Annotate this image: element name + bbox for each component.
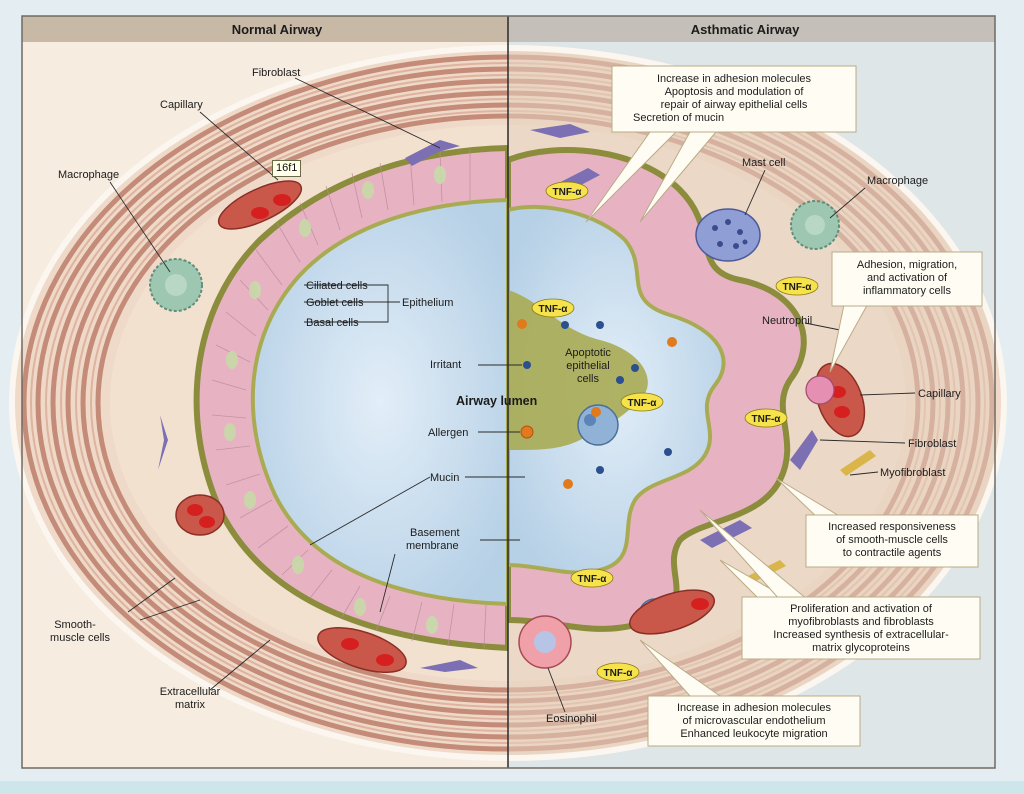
label-macrophage-asthmatic: Macrophage bbox=[867, 175, 928, 187]
normal-airway bbox=[149, 140, 508, 674]
label-myofibroblast: Myofibroblast bbox=[880, 467, 945, 479]
callout-prolif-line-2: myofibroblasts and fibroblasts bbox=[788, 616, 934, 628]
label-neutrophil: Neutrophil bbox=[762, 315, 812, 327]
callout-top-line-1: Increase in adhesion molecules bbox=[657, 73, 812, 85]
label-apoptotic-3: cells bbox=[577, 373, 600, 385]
irritant-marker bbox=[523, 361, 531, 369]
callout-top: Increase in adhesion molecules Apoptosis… bbox=[611, 65, 857, 133]
label-capillary-normal: Capillary bbox=[160, 99, 203, 111]
callout-adhesion-line-1: Adhesion, migration, bbox=[857, 259, 957, 271]
label-irritant: Irritant bbox=[430, 359, 461, 371]
callout-prolif-line-3: Increased synthesis of extracellular- bbox=[773, 629, 949, 641]
label-mast-cell: Mast cell bbox=[742, 157, 785, 169]
callout-adhesion: Adhesion, migration, and activation of i… bbox=[831, 251, 983, 307]
label-ciliated-cells: Ciliated cells bbox=[306, 280, 368, 292]
callout-endo-line-3: Enhanced leukocyte migration bbox=[680, 728, 827, 740]
svg-text:TNF-α: TNF-α bbox=[578, 574, 608, 585]
mucin-plug bbox=[508, 290, 648, 450]
bottom-band bbox=[0, 781, 1024, 794]
svg-text:TNF-α: TNF-α bbox=[628, 398, 658, 409]
label-macrophage-normal: Macrophage bbox=[58, 169, 119, 181]
asthmatic-airway-title: Asthmatic Airway bbox=[691, 22, 800, 37]
figure-border bbox=[21, 15, 996, 769]
svg-text:TNF-α: TNF-α bbox=[752, 414, 782, 425]
normal-capillaries bbox=[175, 180, 407, 674]
svg-text:TNF-α: TNF-α bbox=[604, 668, 634, 679]
callout-endo-line-1: Increase in adhesion molecules bbox=[677, 702, 832, 714]
label-extracellular-1: Extracellular bbox=[160, 686, 221, 698]
callout-adhesion-line-3: inflammatory cells bbox=[863, 285, 952, 297]
allergen-marker bbox=[520, 425, 534, 439]
tnf-badges: TNF-α TNF-α TNF-α TNF-α TNF-α TNF-α TNF-… bbox=[531, 181, 819, 682]
normal-airway-title: Normal Airway bbox=[232, 22, 323, 37]
label-extracellular-2: matrix bbox=[175, 699, 205, 711]
tnf-badge: TNF-α bbox=[744, 408, 788, 428]
callout-resp-line-2: of smooth-muscle cells bbox=[836, 534, 948, 546]
allergen-particles bbox=[517, 319, 677, 489]
label-goblet-cells: Goblet cells bbox=[306, 297, 364, 309]
tnf-badge: TNF-α bbox=[620, 392, 664, 412]
normal-lumen bbox=[250, 197, 508, 607]
svg-text:TNF-α: TNF-α bbox=[553, 187, 583, 198]
neutrophil bbox=[805, 375, 835, 405]
label-basement-1: Basement bbox=[410, 527, 460, 539]
callout-resp-line-1: Increased responsiveness bbox=[828, 521, 956, 533]
label-fibroblast-asthmatic: Fibroblast bbox=[908, 438, 956, 450]
label-apoptotic-2: epithelial bbox=[566, 360, 609, 372]
label-airway-lumen: Airway lumen bbox=[456, 394, 537, 408]
label-allergen: Allergen bbox=[428, 427, 468, 439]
callout-top-line-3: repair of airway epithelial cells bbox=[661, 99, 808, 111]
label-smooth-muscle-1: Smooth- bbox=[54, 619, 96, 631]
tnf-badge: TNF-α bbox=[775, 276, 819, 296]
label-epithelium: Epithelium bbox=[402, 297, 453, 309]
label-basal-cells: Basal cells bbox=[306, 317, 359, 329]
label-apoptotic-1: Apoptotic bbox=[565, 347, 611, 359]
label-basement-2: membrane bbox=[406, 540, 459, 552]
leader-lines bbox=[109, 77, 916, 713]
label-mucin: Mucin bbox=[430, 472, 459, 484]
callout-resp-line-3: to contractile agents bbox=[843, 547, 942, 559]
label-capillary-asthmatic: Capillary bbox=[918, 388, 961, 400]
callout-prolif-line-1: Proliferation and activation of bbox=[790, 603, 933, 615]
callout-top-line-4: Secretion of mucin bbox=[633, 112, 724, 124]
svg-text:TNF-α: TNF-α bbox=[539, 304, 569, 315]
mast-cell bbox=[695, 208, 761, 262]
callout-top-line-2: Apoptosis and modulation of bbox=[665, 86, 805, 98]
callout-endo-line-2: of microvascular endothelium bbox=[682, 715, 825, 727]
label-smooth-muscle-2: muscle cells bbox=[50, 632, 110, 644]
label-eosinophil: Eosinophil bbox=[546, 713, 597, 725]
figure-tag: 16f1 bbox=[272, 160, 302, 177]
callout-responsiveness: Increased responsiveness of smooth-muscl… bbox=[805, 514, 979, 568]
normal-fibroblasts bbox=[158, 140, 478, 672]
svg-text:TNF-α: TNF-α bbox=[783, 282, 813, 293]
tnf-badge: TNF-α bbox=[596, 662, 640, 682]
asthmatic-macrophage bbox=[790, 200, 840, 250]
tnf-badge: TNF-α bbox=[570, 568, 614, 588]
asthmatic-header-bar bbox=[508, 16, 995, 42]
eosinophil-cell bbox=[518, 615, 572, 669]
label-fibroblast-normal: Fibroblast bbox=[252, 67, 300, 79]
asthmatic-airway bbox=[508, 124, 876, 669]
tnf-badge: TNF-α bbox=[531, 298, 575, 318]
callout-adhesion-line-2: and activation of bbox=[867, 272, 948, 284]
callout-proliferation: Proliferation and activation of myofibro… bbox=[741, 596, 981, 660]
callout-prolif-line-4: matrix glycoproteins bbox=[812, 642, 910, 654]
tnf-badge: TNF-α bbox=[545, 181, 589, 201]
callout-endothelium: Increase in adhesion molecules of microv… bbox=[647, 695, 861, 747]
irritant-particles bbox=[561, 321, 672, 474]
normal-header-bar bbox=[22, 16, 508, 42]
normal-macrophage bbox=[149, 258, 203, 312]
